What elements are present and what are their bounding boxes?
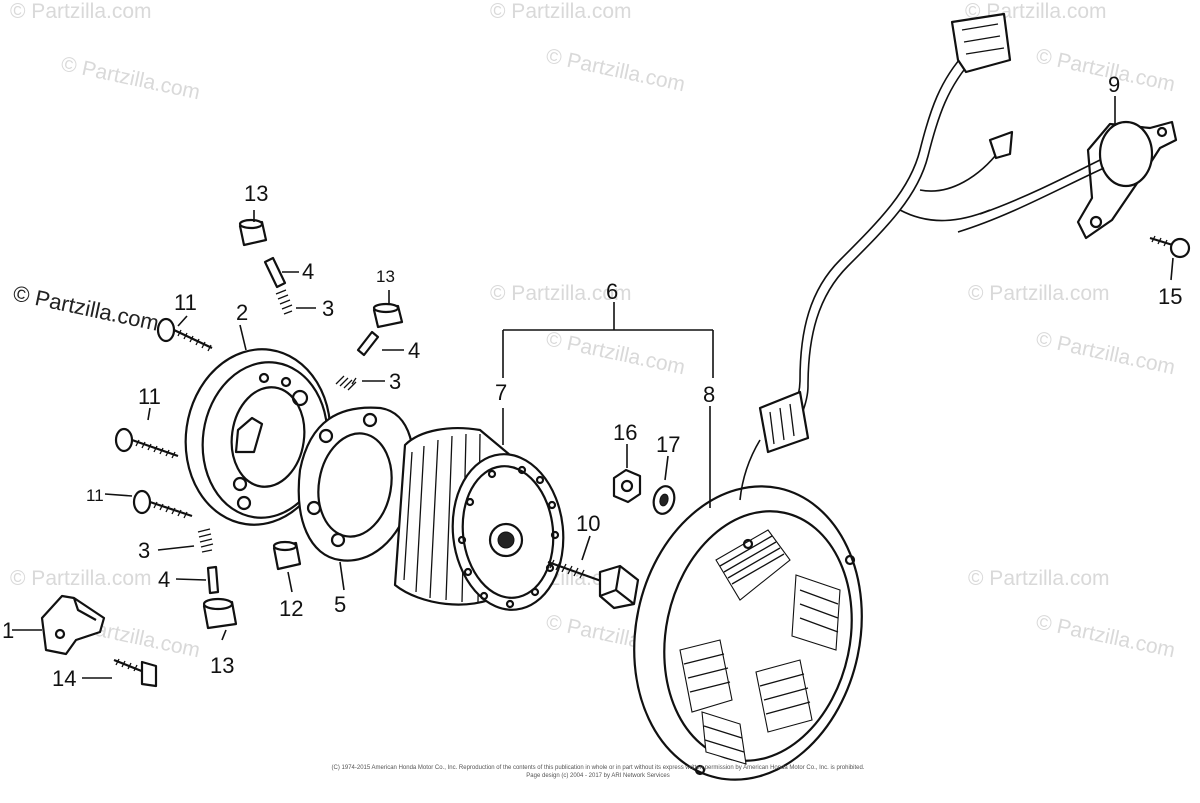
part-12-collar <box>272 540 302 571</box>
copyright-footer: (C) 1974-2015 American Honda Motor Co., … <box>332 765 865 779</box>
watermark: © Partzilla.com <box>1034 610 1177 662</box>
callout-3: 3 <box>389 369 401 394</box>
part-3-spring-mid <box>335 375 357 391</box>
part-13-collar-low <box>202 597 238 630</box>
part-7-rotor <box>393 427 565 611</box>
callout-6: 6 <box>606 279 618 304</box>
part-13-collar-mid <box>372 302 404 329</box>
part-4-pin-mid <box>356 330 380 357</box>
part-17-washer <box>652 485 676 515</box>
part-16-nut <box>612 468 642 504</box>
part-11-bolt-low <box>132 489 193 519</box>
part-15-screw <box>1149 235 1191 259</box>
callout-11: 11 <box>86 486 104 505</box>
watermark: © Partzilla.com <box>544 327 687 379</box>
leader-lines <box>12 96 1174 679</box>
watermark-dark: © Partzilla.com <box>11 280 161 335</box>
callout-3: 3 <box>138 538 150 563</box>
watermark: © Partzilla.com <box>1034 44 1177 96</box>
watermark: © Partzilla.com <box>10 567 152 590</box>
part-9-sensor <box>957 120 1178 240</box>
callout-1: 1 <box>2 618 14 643</box>
part-1-bracket <box>40 594 106 656</box>
watermark: © Partzilla.com <box>490 0 632 23</box>
callout-14: 14 <box>52 666 76 691</box>
watermarks: © Partzilla.com © Partzilla.com © Partzi… <box>10 0 1177 662</box>
callout-11: 11 <box>174 290 197 315</box>
callout-7: 7 <box>495 380 507 405</box>
part-3-spring-top <box>275 289 293 315</box>
part-5-gasket <box>297 406 415 562</box>
callout-16: 16 <box>613 420 637 445</box>
part-11-bolt-mid <box>114 427 179 459</box>
part-3-spring-low <box>197 528 214 553</box>
watermark: © Partzilla.com <box>490 282 632 305</box>
callout-8: 8 <box>703 382 715 407</box>
callout-5: 5 <box>334 592 346 617</box>
copyright-line: (C) 1974-2015 American Honda Motor Co., … <box>332 765 865 771</box>
part-2-flywheel-rotor <box>184 348 332 526</box>
callout-13: 13 <box>244 181 268 206</box>
watermark: © Partzilla.com <box>1034 327 1177 379</box>
callout-15: 15 <box>1158 284 1182 309</box>
callout-2: 2 <box>236 300 248 325</box>
callout-3: 3 <box>322 296 334 321</box>
callout-4: 4 <box>158 567 170 592</box>
callout-10: 10 <box>576 511 600 536</box>
part-4-pin-top <box>263 256 287 289</box>
watermark: © Partzilla.com <box>968 567 1110 590</box>
callout-13: 13 <box>210 653 234 678</box>
part-14-bolt <box>113 658 158 688</box>
callout-11: 11 <box>138 384 161 409</box>
callout-17: 17 <box>656 432 680 457</box>
part-11-bolt-top <box>156 317 213 352</box>
stator-connector <box>758 390 810 454</box>
watermark: © Partzilla.com <box>59 52 202 104</box>
callout-labels: 13 4 3 13 4 3 2 11 11 11 3 4 13 12 5 1 1… <box>2 72 1182 691</box>
page-design-line: Page design (c) 2004 - 2017 by ARI Netwo… <box>526 773 669 779</box>
watermark: © Partzilla.com <box>544 44 687 96</box>
callout-12: 12 <box>279 596 303 621</box>
callout-4: 4 <box>408 338 420 363</box>
watermark: © Partzilla.com <box>968 282 1110 305</box>
callout-4: 4 <box>302 259 314 284</box>
part-10-bolt <box>547 559 640 610</box>
wire-harness <box>779 12 1014 445</box>
callout-13: 13 <box>376 267 395 286</box>
callout-9: 9 <box>1108 72 1120 97</box>
part-4-pin-low <box>206 565 220 595</box>
part-8-stator <box>633 439 863 781</box>
watermark: © Partzilla.com <box>10 0 152 23</box>
part-13-collar-top <box>238 218 268 247</box>
